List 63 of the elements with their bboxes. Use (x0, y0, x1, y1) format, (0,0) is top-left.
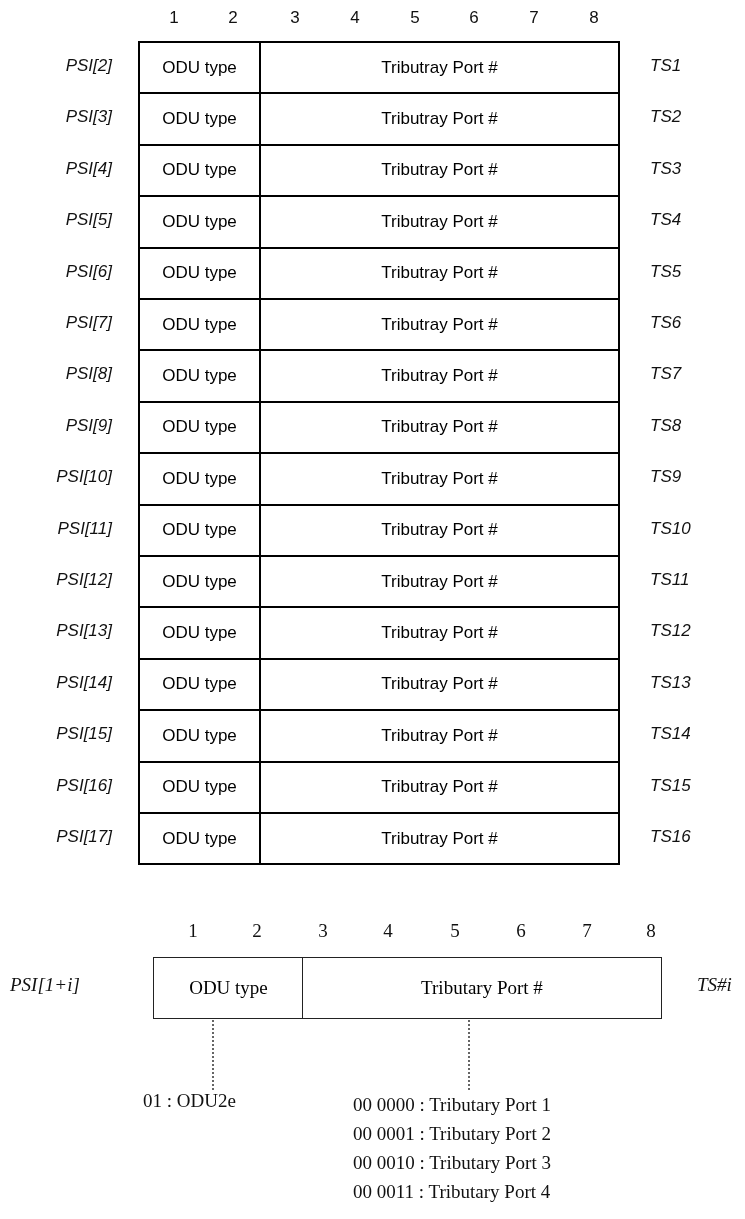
bit-number: 7 (528, 8, 540, 28)
row-label: PSI[10] (56, 467, 112, 488)
row-label: PSI[14] (56, 672, 112, 693)
time-slot-label: TS15 (650, 775, 691, 796)
code-line: 00 0000 : Tributary Port 1 (353, 1093, 551, 1117)
time-slot-label: TS2 (650, 107, 682, 128)
time-slot-label: TS8 (650, 415, 682, 436)
bit-number: 5 (449, 920, 461, 942)
time-slot-label: TS6 (650, 313, 682, 333)
time-slot-label: TS#i (697, 974, 732, 996)
bit-number: 2 (251, 920, 263, 942)
row-label: PSI[17] (56, 827, 112, 847)
bit-number: 5 (409, 8, 421, 28)
row-label: PSI[6] (65, 261, 112, 282)
time-slot-label: TS14 (650, 724, 691, 745)
bit-number: 1 (187, 920, 199, 942)
bit-number: 6 (515, 920, 527, 942)
bit-number: 1 (168, 8, 180, 28)
row-label: PSI[4] (65, 158, 112, 179)
tributary-port-cell: Tributray Port # (259, 812, 620, 866)
bit-number: 6 (468, 8, 480, 28)
code-line: 01 : ODU2e (143, 1090, 236, 1112)
row-label: PSI[9] (65, 415, 112, 436)
row-label: PSI[5] (65, 210, 112, 231)
field-box: ODU type (153, 957, 304, 1019)
row-label: PSI[7] (65, 313, 112, 333)
row-label: PSI[16] (56, 775, 112, 796)
time-slot-label: TS12 (650, 621, 691, 642)
row-label: PSI[2] (65, 56, 112, 76)
time-slot-label: TS10 (650, 518, 691, 539)
leader-line (212, 1018, 214, 1091)
row-label: PSI[12] (56, 570, 112, 590)
time-slot-label: TS9 (650, 467, 682, 488)
bit-number: 3 (289, 8, 301, 28)
row-label: PSI[8] (65, 364, 112, 385)
time-slot-label: TS1 (650, 56, 682, 76)
time-slot-label: TS5 (650, 261, 682, 282)
tributary-port-cell: Tributray Port # (259, 41, 620, 95)
code-line: 00 0011 : Tributary Port 4 (353, 1180, 551, 1204)
time-slot-label: TS7 (650, 364, 682, 385)
odu-type-cell: ODU type (138, 812, 261, 866)
bit-number: 4 (382, 920, 394, 942)
code-line: 00 0001 : Tributary Port 2 (353, 1122, 551, 1146)
field-box: Tributary Port # (302, 957, 662, 1019)
time-slot-label: TS16 (650, 827, 691, 847)
row-label: PSI[11] (57, 518, 112, 539)
row-label: PSI[1+i] (10, 974, 80, 996)
bit-number: 8 (645, 920, 657, 942)
bit-number: 3 (317, 920, 329, 942)
bit-number: 7 (581, 920, 593, 942)
time-slot-label: TS11 (650, 570, 690, 590)
bit-number: 2 (227, 8, 239, 28)
row-label: PSI[15] (56, 724, 112, 745)
row-label: PSI[3] (65, 107, 112, 128)
time-slot-label: TS3 (650, 158, 682, 179)
bit-number: 8 (588, 8, 600, 28)
time-slot-label: TS13 (650, 672, 691, 693)
odu-type-cell: ODU type (138, 41, 261, 95)
bit-number: 4 (349, 8, 361, 28)
row-label: PSI[13] (56, 621, 112, 642)
time-slot-label: TS4 (650, 210, 682, 231)
leader-line (468, 1018, 470, 1091)
code-line: 00 0010 : Tributary Port 3 (353, 1151, 551, 1175)
